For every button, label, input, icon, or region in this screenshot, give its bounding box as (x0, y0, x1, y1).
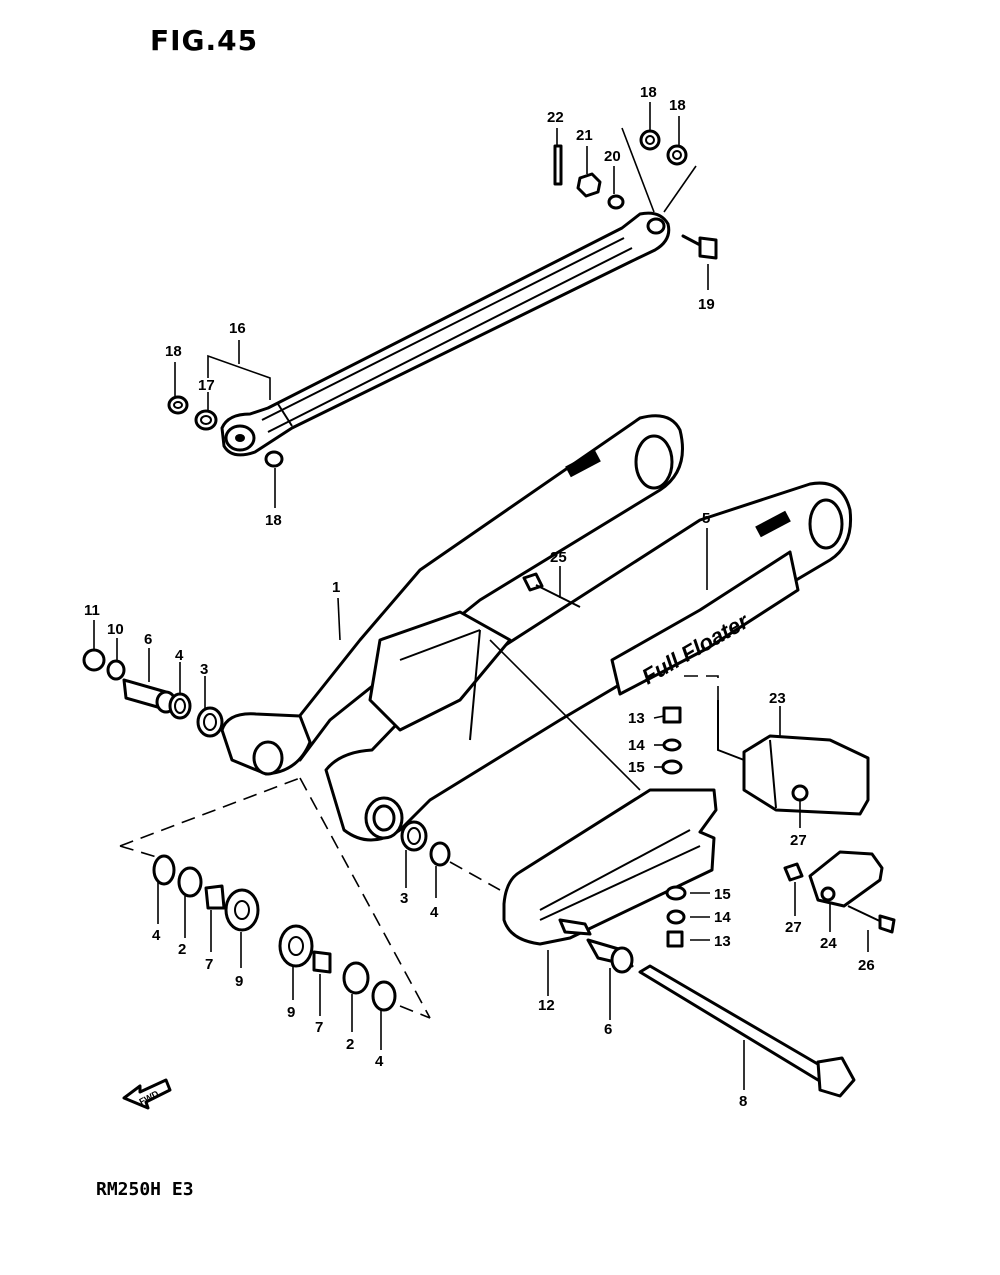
callout-9-stack-left: 9 (235, 973, 243, 990)
chain-guide-part-24 (808, 850, 884, 908)
callout-3-lower: 3 (400, 890, 408, 907)
nut-part-14-lower (666, 909, 686, 925)
swingarm-part-1: Full Floater (220, 414, 853, 842)
washer-part-9-stack-left (224, 888, 260, 932)
washer-part-18-lower (264, 450, 284, 468)
oil-seal-part-4-upper (168, 692, 192, 720)
bearing-part-3-lower (400, 820, 428, 852)
bolt-part-25 (522, 572, 581, 608)
callout-19: 19 (698, 296, 715, 313)
callout-22: 22 (547, 109, 564, 126)
callout-3-upper: 3 (200, 661, 208, 678)
bracket-part-23 (717, 700, 870, 816)
oil-seal-part-4-lower (429, 841, 451, 867)
callout-12: 12 (538, 997, 555, 1014)
callout-21: 21 (576, 127, 593, 144)
washer-part-20 (607, 194, 625, 210)
oil-seal-part-4-stack-right (371, 980, 397, 1012)
callout-27-upper: 27 (790, 832, 807, 849)
callout-4-upper: 4 (175, 647, 184, 664)
callout-2-stack-left: 2 (178, 941, 186, 958)
nut-part-11 (82, 648, 106, 672)
callout-15-lower: 15 (714, 886, 731, 903)
callout-17: 17 (198, 377, 215, 394)
collar-part-7-stack-right (312, 950, 332, 974)
collar-part-7-stack-left (204, 884, 226, 910)
forward-arrow-icon: FWD (122, 1078, 172, 1110)
cushion-rod-part-16 (220, 211, 671, 457)
callout-16: 16 (229, 320, 246, 337)
bearing-part-2-stack-left (177, 866, 203, 898)
washer-part-9-stack-right (278, 924, 314, 968)
oil-seal-part-4-stack-left (152, 854, 176, 886)
callout-18-bottom: 18 (265, 512, 282, 529)
callout-1: 1 (332, 579, 340, 596)
callout-4-stack-right: 4 (375, 1053, 384, 1070)
pin-part-22 (553, 144, 563, 186)
spacer-part-6-left (122, 678, 177, 714)
callout-20: 20 (604, 148, 621, 165)
callout-14-lower: 14 (714, 909, 731, 926)
washer-part-15-upper (661, 759, 683, 775)
callout-2-stack-right: 2 (346, 1036, 354, 1053)
axle-bolt-part-8 (638, 964, 856, 1098)
leader-lines (93, 102, 869, 1090)
cushion-lever-part-12 (502, 788, 718, 946)
callout-7-stack-left: 7 (205, 956, 213, 973)
washer-part-10 (106, 659, 126, 681)
nut-part-18-top-a (639, 129, 661, 151)
figure-title: FIG.45 (150, 24, 259, 57)
callout-10: 10 (107, 621, 124, 638)
bearing-part-3-upper (196, 706, 224, 738)
nut-part-14-upper (662, 738, 682, 752)
callout-13-lower: 13 (714, 933, 731, 950)
callout-27-lower: 27 (785, 919, 802, 936)
callout-4-lower: 4 (430, 904, 439, 921)
callout-25: 25 (550, 549, 567, 566)
callout-24: 24 (820, 935, 837, 952)
bolt-part-26 (847, 905, 896, 934)
nut-part-18-top-b (666, 144, 688, 166)
callout-6-left: 6 (144, 631, 152, 648)
bolt-part-13-lower (666, 930, 684, 948)
callout-13-upper: 13 (628, 710, 645, 727)
callout-26: 26 (858, 957, 875, 974)
callout-11: 11 (84, 602, 100, 619)
callout-9-stack-right: 9 (287, 1004, 295, 1021)
callout-18-top-b: 18 (669, 97, 686, 114)
bolt-part-13-upper (662, 706, 682, 724)
callout-23: 23 (769, 690, 786, 707)
nut-part-27-lower (783, 862, 804, 882)
callout-6-right: 6 (604, 1021, 612, 1038)
spacer-part-6-right (586, 938, 634, 974)
bush-part-17 (194, 409, 218, 431)
washer-part-15-lower (665, 885, 687, 901)
nut-part-18-left (167, 395, 189, 415)
callout-18-left: 18 (165, 343, 182, 360)
callout-8: 8 (739, 1093, 747, 1110)
bolt-part-19 (681, 234, 718, 260)
nut-part-21 (576, 172, 602, 198)
callout-14-upper: 14 (628, 737, 645, 754)
bearing-part-2-stack-right (342, 961, 370, 995)
part-callouts: 22 21 20 18 18 19 16 18 17 18 5 25 1 11 … (84, 84, 875, 1110)
callout-15-upper: 15 (628, 759, 645, 776)
callout-5: 5 (702, 510, 710, 527)
model-label: RM250H E3 (96, 1179, 194, 1200)
callout-7-stack-right: 7 (315, 1019, 323, 1036)
callout-18-top-a: 18 (640, 84, 657, 101)
callout-4-stack-left: 4 (152, 927, 161, 944)
